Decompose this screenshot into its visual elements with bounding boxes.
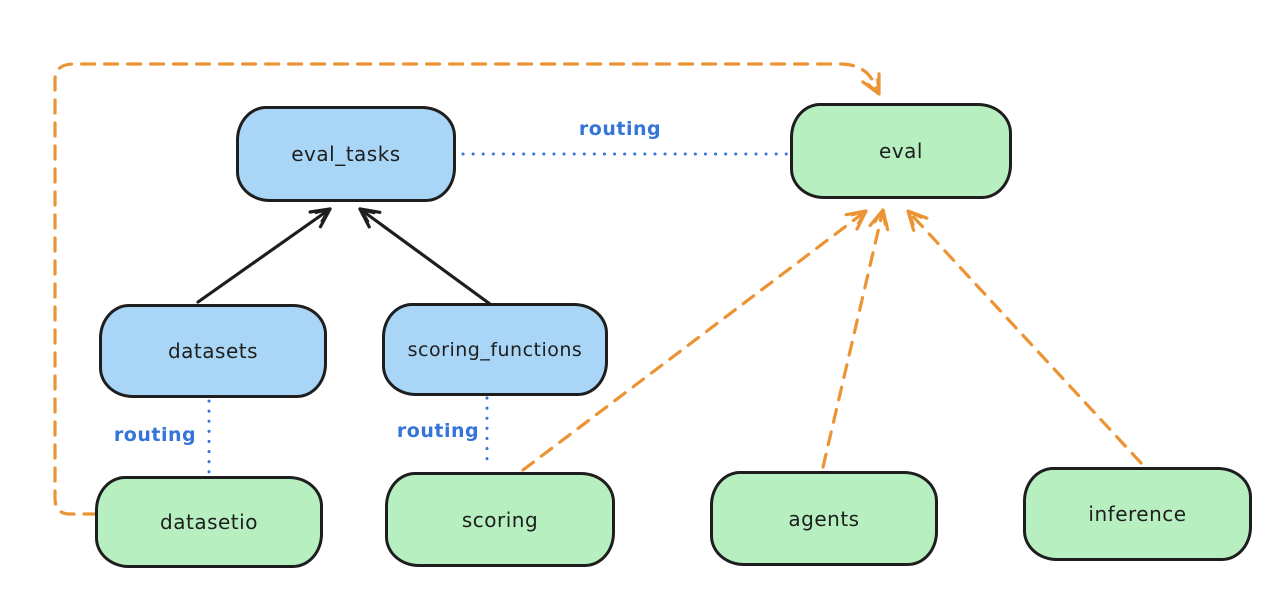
- edge-agents-to-eval: [821, 208, 890, 469]
- node-eval: eval: [790, 103, 1012, 199]
- node-scoring-functions-label: scoring_functions: [407, 338, 583, 361]
- node-scoring: scoring: [385, 472, 615, 567]
- node-eval-tasks: eval_tasks: [236, 106, 456, 202]
- edge-label-routing-datasets-datasetio: routing: [113, 424, 197, 446]
- node-eval-label: eval: [879, 139, 923, 163]
- node-eval-tasks-label: eval_tasks: [291, 142, 401, 166]
- edge-datasets-to-eval-tasks: [196, 207, 332, 304]
- node-inference-label: inference: [1088, 502, 1187, 526]
- node-datasets-label: datasets: [167, 339, 259, 363]
- node-datasets: datasets: [99, 304, 327, 398]
- edge-scoring-functions-to-eval-tasks: [358, 207, 492, 306]
- edge-datasetio-to-eval: [53, 62, 881, 516]
- node-datasetio: datasetio: [95, 476, 323, 568]
- node-datasetio-label: datasetio: [160, 510, 258, 534]
- node-scoring-label: scoring: [461, 507, 539, 532]
- node-agents-label: agents: [788, 506, 860, 531]
- node-agents: agents: [710, 471, 938, 566]
- edge-label-routing-eval-tasks-eval: routing: [578, 118, 662, 140]
- edge-label-routing-scoring-functions-scoring: routing: [396, 420, 480, 442]
- node-scoring-functions: scoring_functions: [382, 303, 608, 396]
- edge-inference-to-eval: [906, 209, 1143, 465]
- node-inference: inference: [1023, 467, 1252, 561]
